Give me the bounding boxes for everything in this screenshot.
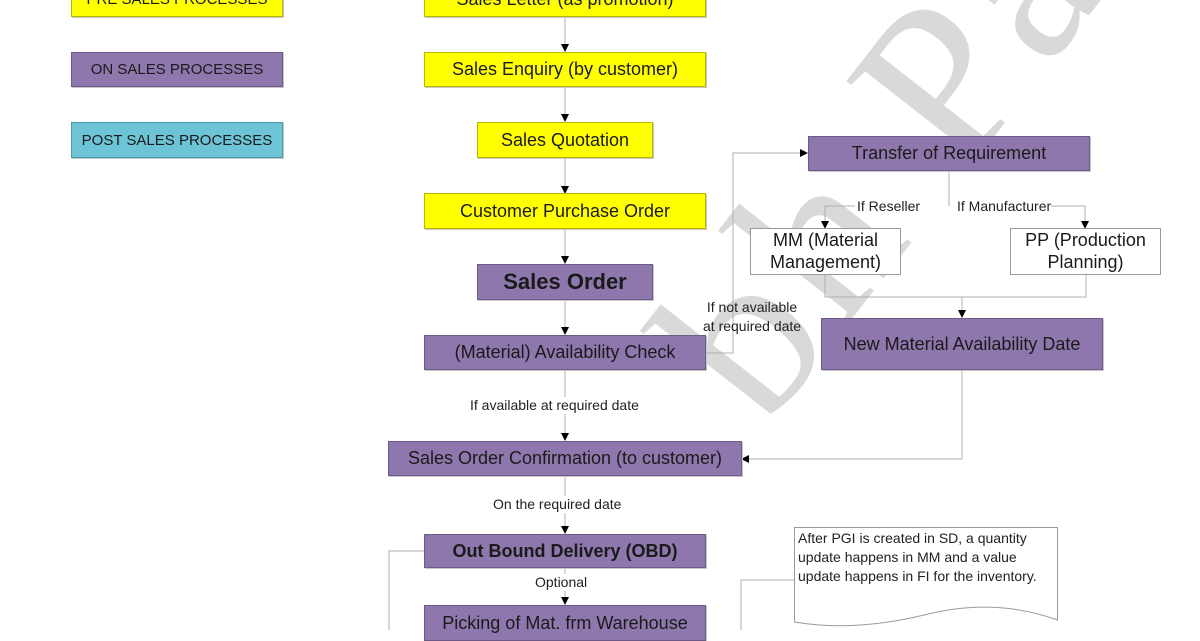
node-sales-letter: Sales Letter (as promotion) — [424, 0, 706, 17]
node-new-availability-date-label: New Material Availability Date — [843, 333, 1081, 354]
legend-post-sales-label: POST SALES PROCESSES — [81, 131, 273, 149]
pgi-note-text: After PGI is created in SD, a quantity u… — [798, 530, 1037, 584]
node-sales-enquiry-label: Sales Enquiry (by customer) — [451, 59, 679, 79]
node-sales-letter-label: Sales Letter (as promotion) — [456, 0, 673, 10]
label-if-available: If available at required date — [470, 397, 639, 413]
label-if-not-available-line2: at required date — [703, 318, 802, 334]
node-new-availability-date: New Material Availability Date — [821, 318, 1103, 370]
node-pp: PP (Production Planning) — [1010, 228, 1161, 275]
node-availability-check-label: (Material) Availability Check — [454, 342, 676, 362]
pgi-note: After PGI is created in SD, a quantity u… — [794, 527, 1058, 630]
node-mm: MM (Material Management) — [750, 228, 901, 275]
node-pp-label: PP (Production Planning) — [1025, 229, 1146, 272]
label-if-not-available-line1: If not available — [706, 299, 798, 315]
node-picking-label: Picking of Mat. frm Warehouse — [442, 612, 688, 633]
node-transfer-of-requirement-label: Transfer of Requirement — [851, 143, 1047, 163]
node-customer-po-label: Customer Purchase Order — [459, 200, 671, 221]
node-sales-enquiry: Sales Enquiry (by customer) — [424, 52, 706, 87]
node-so-confirmation: Sales Order Confirmation (to customer) — [388, 441, 742, 476]
node-sales-order: Sales Order — [477, 264, 653, 300]
legend-on-sales-label: ON SALES PROCESSES — [90, 61, 264, 78]
label-on-required-date: On the required date — [493, 496, 622, 512]
node-availability-check: (Material) Availability Check — [424, 335, 706, 370]
node-sales-order-label: Sales Order — [503, 269, 627, 294]
node-so-confirmation-label: Sales Order Confirmation (to customer) — [407, 448, 723, 468]
legend-post-sales: POST SALES PROCESSES — [71, 122, 283, 158]
node-transfer-of-requirement: Transfer of Requirement — [808, 136, 1090, 171]
label-if-manufacturer: If Manufacturer — [957, 198, 1052, 214]
node-sales-quotation: Sales Quotation — [477, 122, 653, 158]
legend-on-sales: ON SALES PROCESSES — [71, 52, 283, 87]
legend-pre-sales: PRE SALES PROCESSES — [71, 0, 283, 17]
node-picking: Picking of Mat. frm Warehouse — [424, 605, 706, 641]
node-customer-po: Customer Purchase Order — [424, 193, 706, 229]
note-shape — [794, 527, 1058, 627]
label-optional: Optional — [535, 574, 588, 590]
node-obd: Out Bound Delivery (OBD) — [424, 534, 706, 568]
label-if-reseller: If Reseller — [857, 198, 921, 214]
label-if-not-available: If not available at required date — [703, 298, 801, 336]
node-mm-label: MM (Material Management) — [769, 229, 882, 272]
legend-pre-sales-label: PRE SALES PROCESSES — [87, 0, 268, 8]
node-obd-label: Out Bound Delivery (OBD) — [452, 540, 678, 561]
node-sales-quotation-label: Sales Quotation — [500, 129, 630, 150]
